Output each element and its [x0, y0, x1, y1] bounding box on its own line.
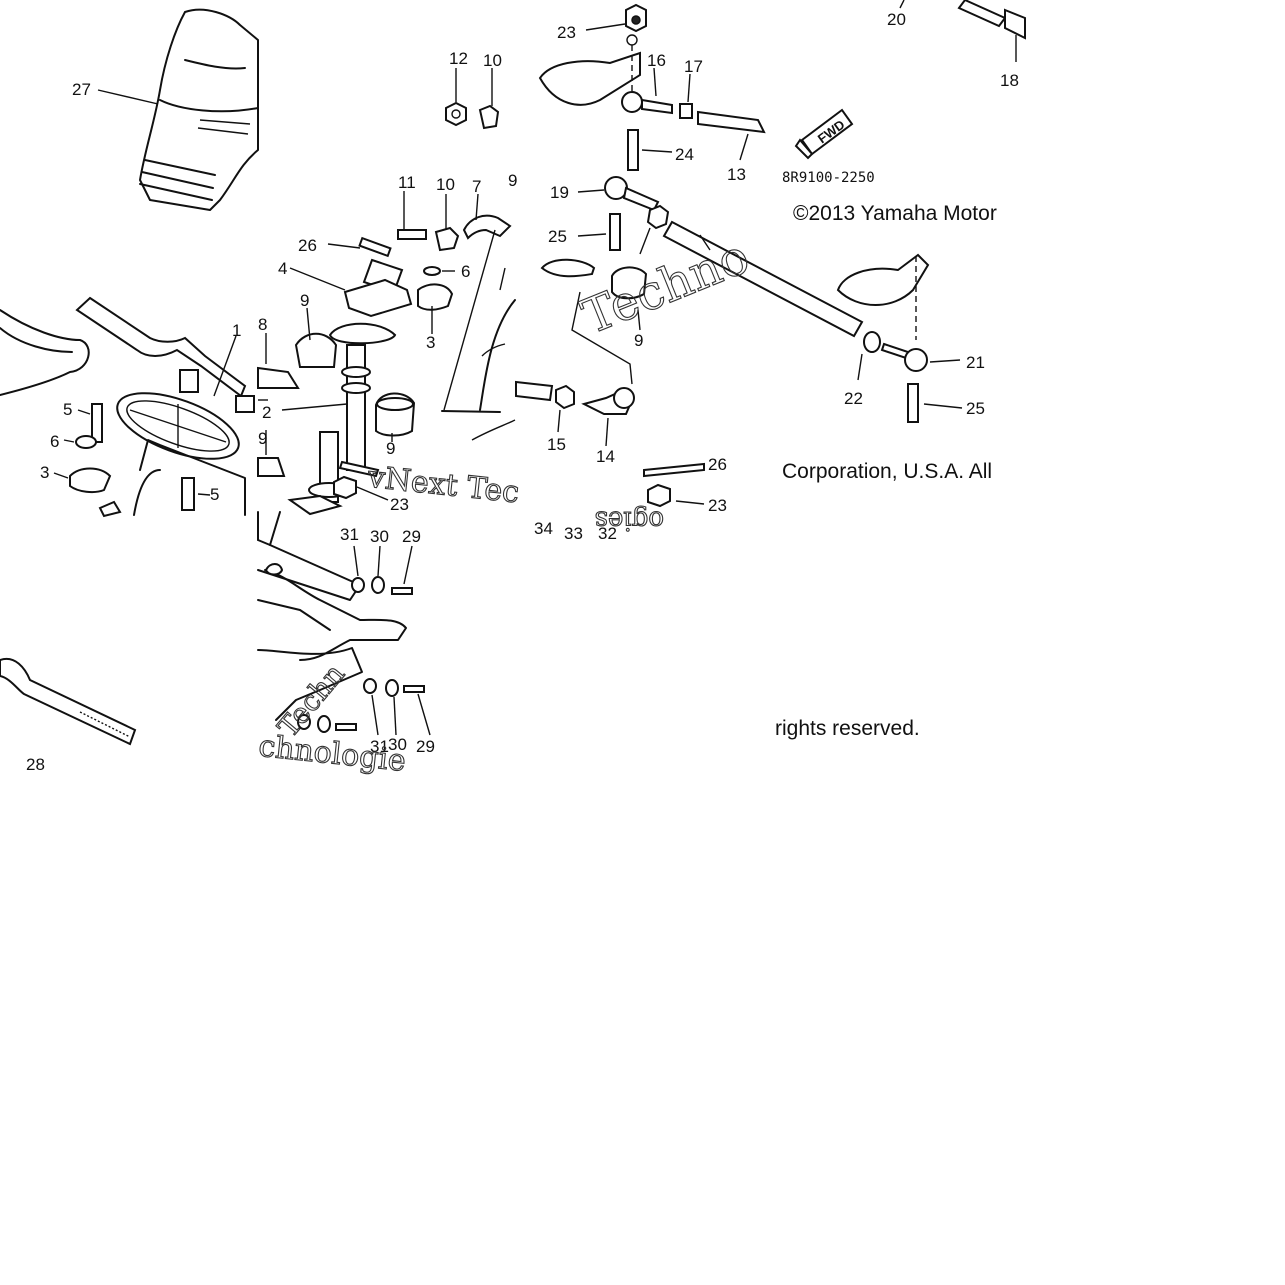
callout-label: 10: [483, 51, 502, 70]
callout-label: 24: [675, 145, 694, 164]
tie-rod-illustration: [515, 0, 1026, 508]
callout-label: 14: [596, 447, 615, 466]
watermark-text: Techno: [574, 228, 757, 345]
callout-label: 26: [708, 455, 727, 474]
callout-label: 7: [472, 177, 481, 196]
callout-label: 23: [557, 23, 576, 42]
callout-label: 20: [887, 10, 906, 29]
callout-label: 23: [390, 495, 409, 514]
callout-label: 32: [598, 524, 617, 543]
callout-label: 10: [436, 175, 455, 194]
callout-label: 13: [727, 165, 746, 184]
callout-label: 5: [210, 485, 219, 504]
callout-label: 5: [63, 400, 72, 419]
callout-label: 33: [564, 524, 583, 543]
callout-labels: 27 12 10 23 16 17 20 18 24 13 11 10 7 9 …: [26, 10, 1019, 774]
copyright-line-1: ©2013 Yamaha Motor: [793, 202, 997, 225]
callout-label: 11: [398, 173, 416, 192]
callout-label: 22: [844, 389, 863, 408]
callout-label: 30: [370, 527, 389, 546]
callout-label: 19: [550, 183, 569, 202]
copyright-line-2: Corporation, U.S.A. All: [782, 460, 992, 483]
callout-label: 29: [416, 737, 435, 756]
callout-label: 15: [547, 435, 566, 454]
callout-label: 4: [278, 259, 287, 278]
callout-label: 27: [72, 80, 91, 99]
callout-label: 6: [50, 432, 59, 451]
callout-label: 25: [548, 227, 567, 246]
steering-cover-illustration: [97, 8, 259, 211]
callout-label: 3: [426, 333, 435, 352]
shift-rod-illustration: [0, 657, 137, 746]
callout-label: 3: [40, 463, 49, 482]
callout-label: 31: [370, 737, 389, 756]
callout-label: 9: [258, 429, 267, 448]
callout-label: 9: [508, 171, 517, 190]
callout-label: 9: [634, 331, 643, 350]
callout-label: 12: [449, 49, 468, 68]
callout-label: 21: [966, 353, 985, 372]
callout-label: 25: [966, 399, 985, 418]
callout-label: 34: [534, 519, 553, 538]
watermark-text: vNext Tec: [365, 460, 521, 511]
frame-illustration: [257, 511, 431, 736]
callout-label: 26: [298, 236, 317, 255]
callout-label: 18: [1000, 71, 1019, 90]
callout-label: 6: [461, 262, 470, 281]
callout-label: 2: [262, 403, 271, 422]
callout-label: 29: [402, 527, 421, 546]
callout-label: 23: [708, 496, 727, 515]
callout-label: 9: [300, 291, 309, 310]
callout-label: 9: [386, 439, 395, 458]
callout-label: 1: [232, 321, 241, 340]
diagram-code: 8R9100-2250: [782, 170, 875, 186]
callout-label: 8: [258, 315, 267, 334]
callout-label: 28: [26, 755, 45, 774]
copyright-line-3: rights reserved.: [775, 717, 920, 740]
callout-label: 17: [684, 57, 703, 76]
callout-label: 30: [388, 735, 407, 754]
steering-wheel-illustration: [0, 296, 255, 518]
column-parts-illustration: [257, 68, 516, 516]
callout-label: 31: [340, 525, 359, 544]
callout-label: 16: [647, 51, 666, 70]
watermark-text: ogies: [595, 505, 664, 535]
